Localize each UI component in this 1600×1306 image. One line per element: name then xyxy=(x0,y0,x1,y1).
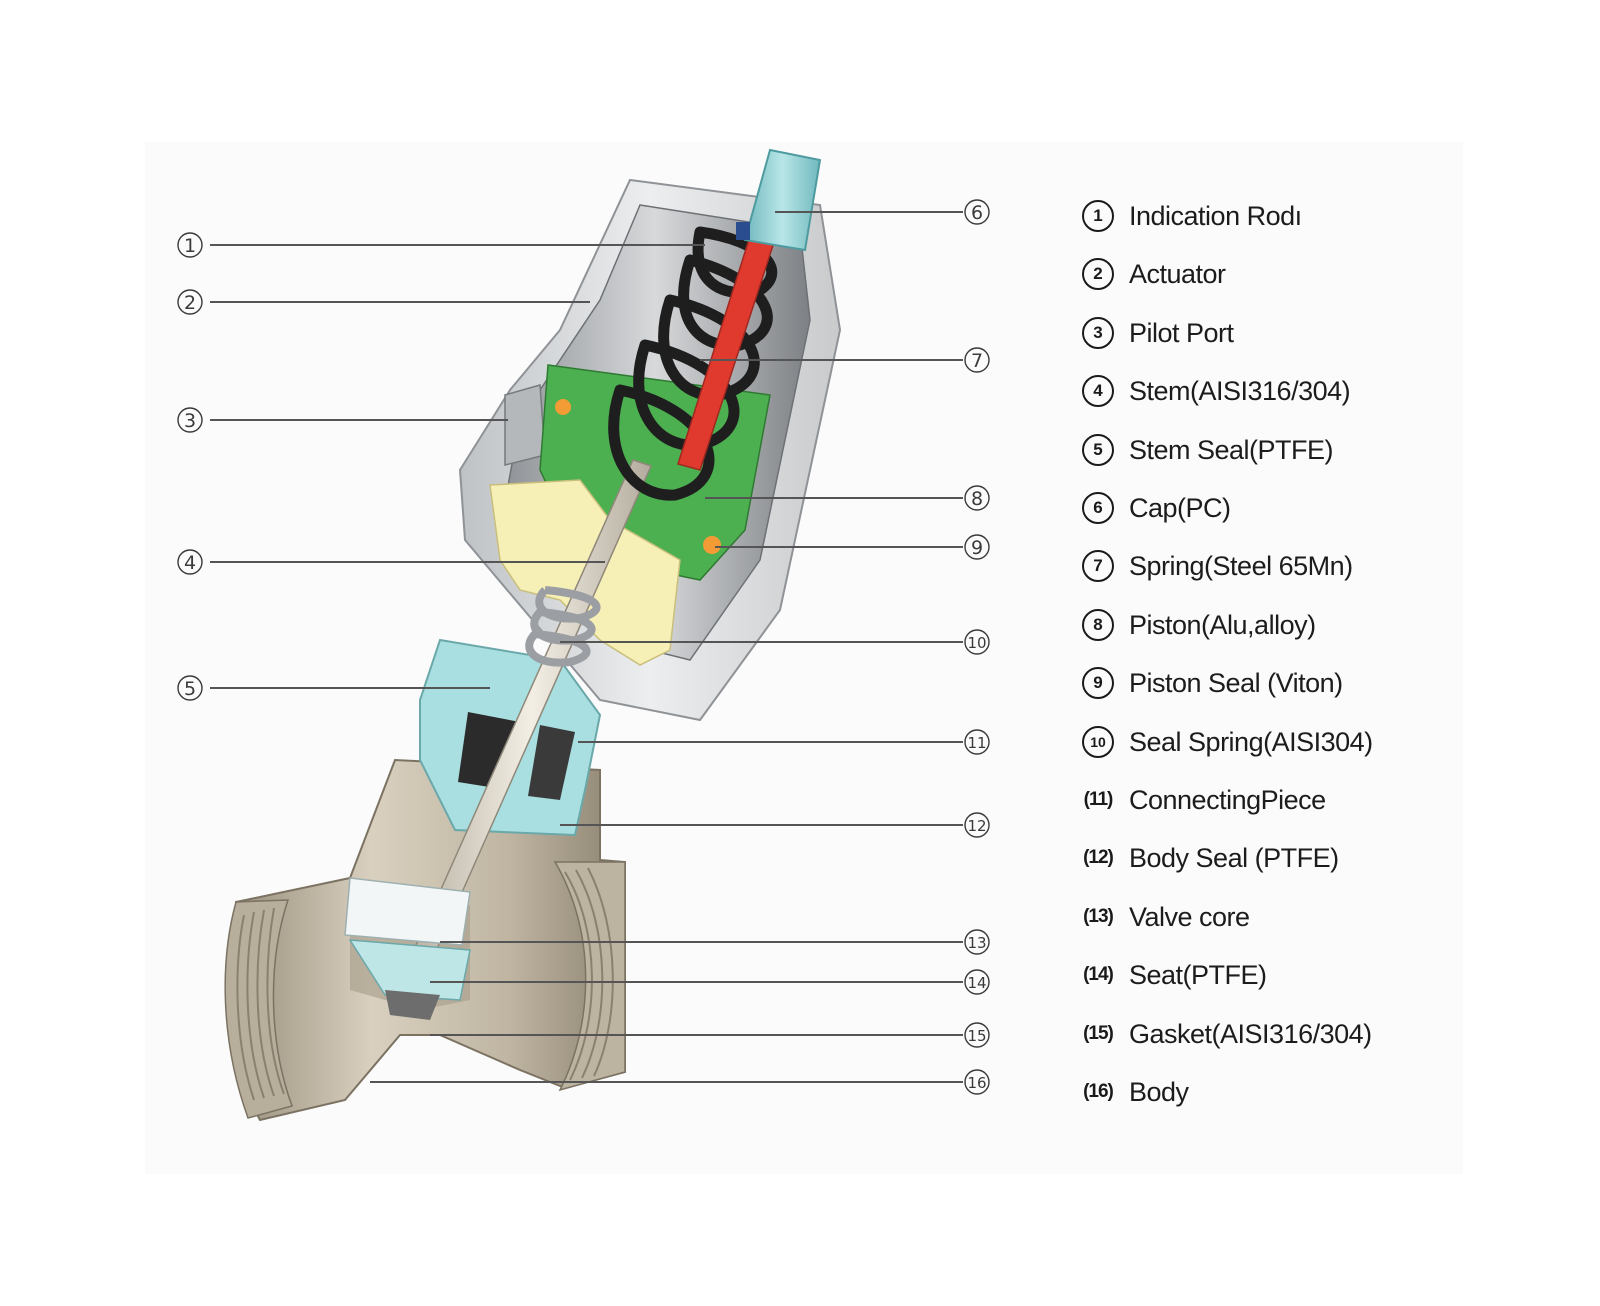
callout-6-number: 6 xyxy=(971,202,983,224)
legend-label: Seal Spring(AISI304) xyxy=(1129,726,1373,757)
legend-label: Body xyxy=(1129,1076,1189,1107)
callout-5: 5 xyxy=(177,675,203,701)
callout-8: 8 xyxy=(964,485,990,511)
legend-marker: 3 xyxy=(1082,317,1114,349)
legend-marker: 4 xyxy=(1082,375,1114,407)
legend-label: Indication Rodı xyxy=(1129,200,1302,231)
callout-16-number: 16 xyxy=(967,1074,986,1092)
callout-5-number: 5 xyxy=(184,678,196,700)
legend-label: Piston Seal (Viton) xyxy=(1129,667,1343,698)
cap xyxy=(736,148,822,252)
legend-marker: 5 xyxy=(1082,434,1114,466)
legend-marker: (13) xyxy=(1083,906,1114,927)
legend-marker: 9 xyxy=(1082,667,1114,699)
legend-item-12: (12) Body Seal (PTFE) xyxy=(1082,838,1339,878)
legend-item-4: 4 Stem(AISI316/304) xyxy=(1082,371,1351,411)
callout-11: 11 xyxy=(964,729,990,755)
legend-label: Stem Seal(PTFE) xyxy=(1129,434,1334,465)
callout-1-number: 1 xyxy=(184,235,196,257)
legend-item-16: (16) Body xyxy=(1082,1072,1189,1112)
legend-label: Piston(Alu,alloy) xyxy=(1129,609,1316,640)
callout-10-number: 10 xyxy=(967,634,986,652)
callout-1: 1 xyxy=(177,232,203,258)
legend-item-1: 1 Indication Rodı xyxy=(1082,196,1302,236)
valve-core xyxy=(344,877,471,1020)
legend-marker: (15) xyxy=(1083,1023,1114,1044)
legend-item-15: (15) Gasket(AISI316/304) xyxy=(1082,1014,1372,1054)
legend-label: Actuator xyxy=(1129,258,1226,289)
legend-item-14: (14) Seat(PTFE) xyxy=(1082,955,1267,995)
legend-marker: (16) xyxy=(1083,1081,1114,1102)
legend-label: Body Seal (PTFE) xyxy=(1129,842,1339,873)
callout-4: 4 xyxy=(177,549,203,575)
callout-8-number: 8 xyxy=(971,488,983,510)
legend-item-8: 8 Piston(Alu,alloy) xyxy=(1082,605,1316,645)
callout-13: 13 xyxy=(964,929,990,955)
callout-13-number: 13 xyxy=(967,934,986,952)
callout-15-number: 15 xyxy=(967,1027,986,1045)
legend-label: Cap(PC) xyxy=(1129,492,1231,523)
legend-label: Valve core xyxy=(1129,901,1250,932)
legend-label: Gasket(AISI316/304) xyxy=(1129,1018,1372,1049)
legend-item-6: 6 Cap(PC) xyxy=(1082,488,1231,528)
callout-9-number: 9 xyxy=(971,537,983,559)
legend-marker: (14) xyxy=(1083,964,1114,985)
callout-7-number: 7 xyxy=(971,350,983,372)
callout-11-number: 11 xyxy=(967,734,986,752)
legend-item-7: 7 Spring(Steel 65Mn) xyxy=(1082,546,1353,586)
legend-marker: 8 xyxy=(1082,609,1114,641)
legend-item-5: 5 Stem Seal(PTFE) xyxy=(1082,430,1334,470)
legend-marker: (12) xyxy=(1083,847,1114,868)
legend-label: ConnectingPiece xyxy=(1129,784,1326,815)
callout-4-number: 4 xyxy=(184,552,196,574)
legend-item-2: 2 Actuator xyxy=(1082,254,1226,294)
callout-6: 6 xyxy=(964,199,990,225)
legend-label: Stem(AISI316/304) xyxy=(1129,375,1351,406)
legend-marker: (11) xyxy=(1083,789,1114,810)
legend-item-13: (13) Valve core xyxy=(1082,897,1250,937)
legend-marker: 2 xyxy=(1082,258,1114,290)
legend-item-3: 3 Pilot Port xyxy=(1082,313,1234,353)
legend-item-9: 9 Piston Seal (Viton) xyxy=(1082,663,1343,703)
legend-label: Pilot Port xyxy=(1129,317,1234,348)
legend-marker: 6 xyxy=(1082,492,1114,524)
legend-marker: 1 xyxy=(1082,200,1114,232)
legend-marker: 7 xyxy=(1082,550,1114,582)
legend-marker: 10 xyxy=(1082,726,1114,758)
legend-label: Seat(PTFE) xyxy=(1129,959,1267,990)
callout-12: 12 xyxy=(964,812,990,838)
legend-item-10: 10 Seal Spring(AISI304) xyxy=(1082,722,1373,762)
callout-10: 10 xyxy=(964,629,990,655)
seal-spring xyxy=(525,586,601,667)
callout-2: 2 xyxy=(177,289,203,315)
callout-9: 9 xyxy=(964,534,990,560)
callout-2-number: 2 xyxy=(184,292,196,314)
callout-3-number: 3 xyxy=(184,410,196,432)
legend-label: Spring(Steel 65Mn) xyxy=(1129,550,1353,581)
callout-3: 3 xyxy=(177,407,203,433)
callout-12-number: 12 xyxy=(967,817,986,835)
callout-14-number: 14 xyxy=(967,974,986,992)
callout-15: 15 xyxy=(964,1022,990,1048)
callout-16: 16 xyxy=(964,1069,990,1095)
legend-item-11: (11) ConnectingPiece xyxy=(1082,780,1327,820)
callout-14: 14 xyxy=(964,969,990,995)
leader-lines xyxy=(210,211,963,1083)
callout-7: 7 xyxy=(964,347,990,373)
